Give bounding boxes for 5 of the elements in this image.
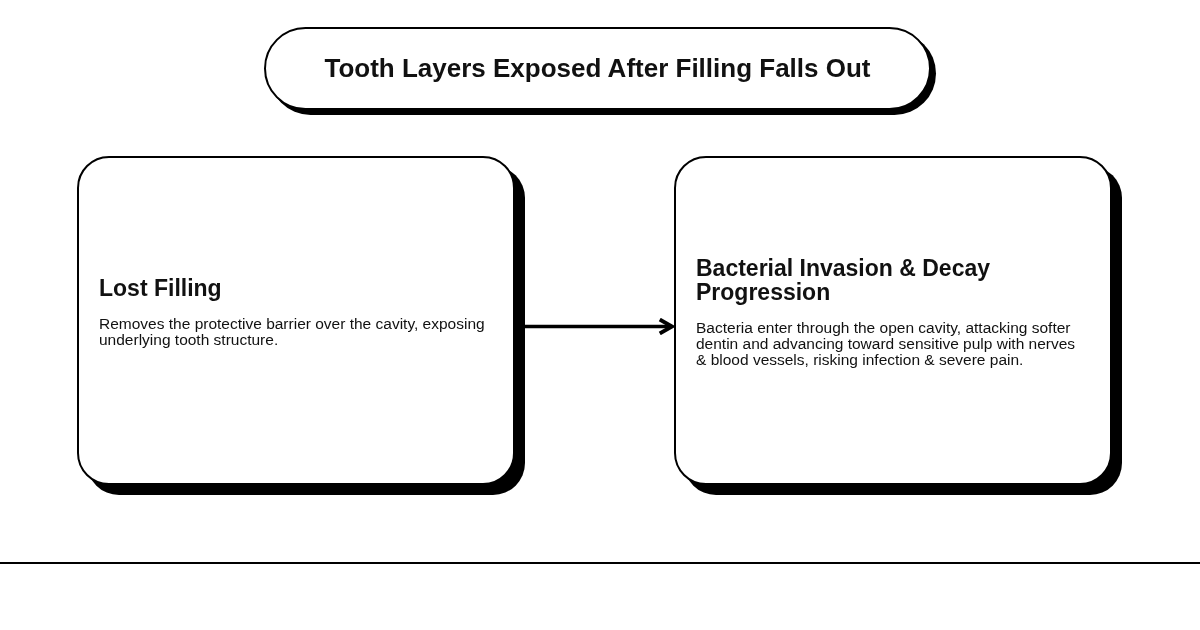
card-description: Bacteria enter through the open cavity, attacking softer dentin and advancing toward sensitive pulp with nerves & blood vessels, risking infection & severe pain. (696, 319, 1077, 368)
card-heading: Bacterial Invasion & Decay Progression (696, 255, 992, 304)
card-description: Removes the protective barrier over the cavity, exposing underlying tooth structure. (99, 315, 485, 348)
title: Tooth Layers Exposed After Filling Falls Out (324, 53, 871, 84)
card-heading: Lost Filling (99, 275, 223, 300)
